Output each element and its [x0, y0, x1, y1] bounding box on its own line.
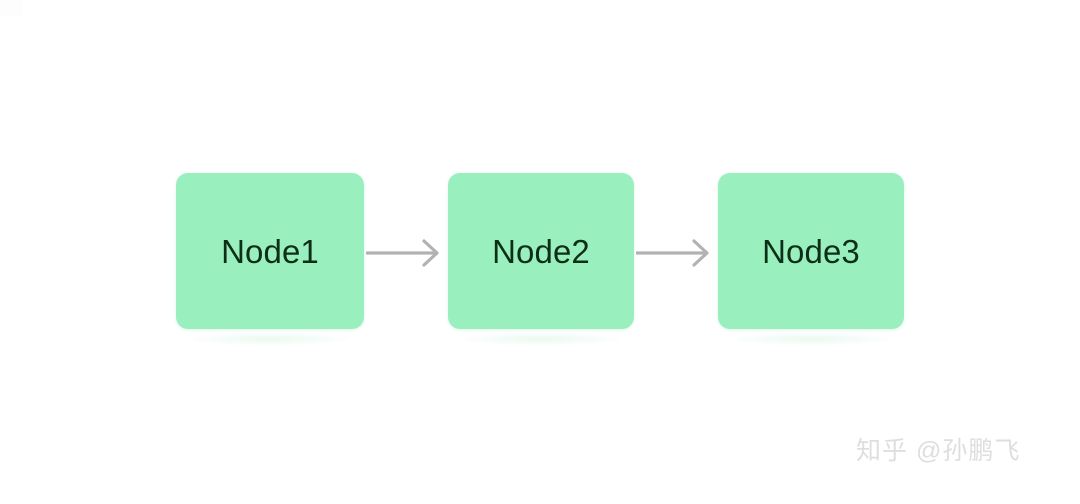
arrow-node1-to-node2	[366, 239, 439, 267]
node-shadow-streak	[728, 332, 896, 346]
node-shadow-streak	[458, 332, 626, 346]
corner-tint	[0, 0, 22, 16]
node-shadow-streak	[186, 332, 356, 346]
node-label: Node1	[221, 232, 319, 270]
flowchart-node-node2[interactable]: Node2	[448, 173, 634, 329]
arrow-node2-to-node3	[636, 239, 709, 267]
node-label: Node3	[762, 232, 860, 270]
flowchart-node-node1[interactable]: Node1	[176, 173, 364, 329]
node-label: Node2	[492, 232, 590, 270]
flowchart-node-node3[interactable]: Node3	[718, 173, 904, 329]
watermark-text: 知乎 @孙鹏飞	[856, 437, 1021, 465]
